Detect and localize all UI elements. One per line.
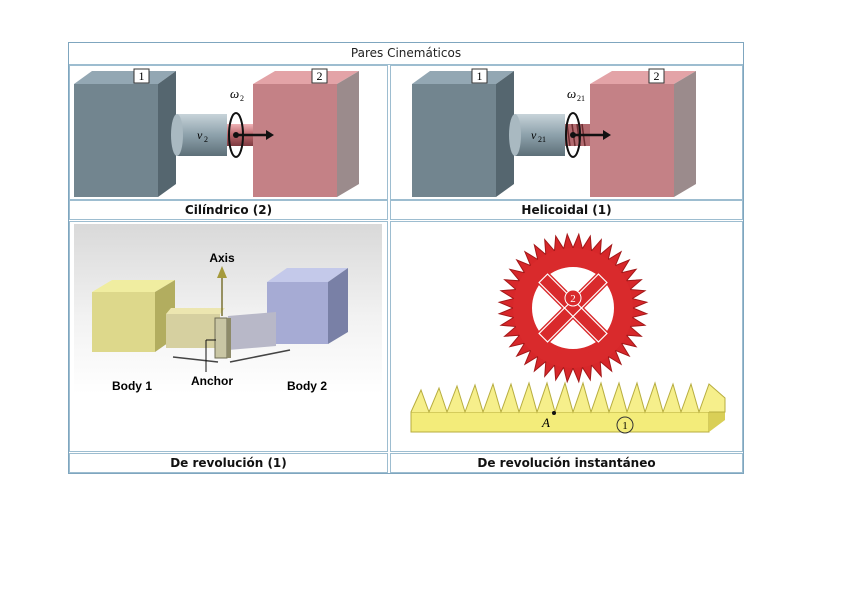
cylindrical-caption: Cilíndrico (2): [69, 200, 388, 220]
instantaneous-revolute-caption: De revolución instantáneo: [390, 453, 743, 473]
body-1-label: 1: [139, 69, 145, 83]
body-2-label: 2: [654, 69, 660, 83]
body-2-label: Body 2: [287, 379, 327, 393]
velocity-subscript: 2: [204, 135, 208, 144]
helical-pair-illustration: 1 2 ω 21 v 21: [412, 68, 696, 197]
instantaneous-revolute-figure: 2 1 A: [390, 221, 743, 452]
revolute-pair-figure: Axis Anchor Body 1 Body 2: [69, 221, 388, 452]
revolute-pair-illustration: Axis Anchor Body 1 Body 2: [74, 224, 382, 394]
anchor-label: Anchor: [191, 374, 233, 388]
omega-label: ω: [567, 86, 576, 101]
omega-subscript: 2: [240, 94, 244, 103]
body-1-label: 1: [477, 69, 483, 83]
cylindrical-pair-illustration: 1 2 ω 2 v 2: [74, 68, 359, 197]
omega-label: ω: [230, 86, 239, 101]
body-2-label: 2: [317, 69, 323, 83]
velocity-label: v: [197, 128, 203, 142]
contact-point-label: A: [541, 415, 550, 430]
axis-label: Axis: [209, 251, 235, 265]
gear-label: 2: [570, 293, 576, 305]
revolute-caption: De revolución (1): [69, 453, 388, 473]
cylindrical-pair-figure: 1 2 ω 2 v 2: [69, 65, 388, 200]
table-title: Pares Cinemáticos: [69, 43, 743, 65]
body-1-label: Body 1: [112, 379, 152, 393]
gear-rack-illustration: 2 1 A: [410, 232, 726, 434]
velocity-subscript: 21: [538, 135, 546, 144]
velocity-label: v: [531, 128, 537, 142]
helical-pair-figure: 1 2 ω 21 v 21: [390, 65, 743, 200]
helical-caption: Helicoidal (1): [390, 200, 743, 220]
omega-subscript: 21: [577, 94, 585, 103]
rack-label: 1: [622, 420, 628, 432]
kinematic-pairs-table: Pares Cinemáticos: [68, 42, 744, 474]
